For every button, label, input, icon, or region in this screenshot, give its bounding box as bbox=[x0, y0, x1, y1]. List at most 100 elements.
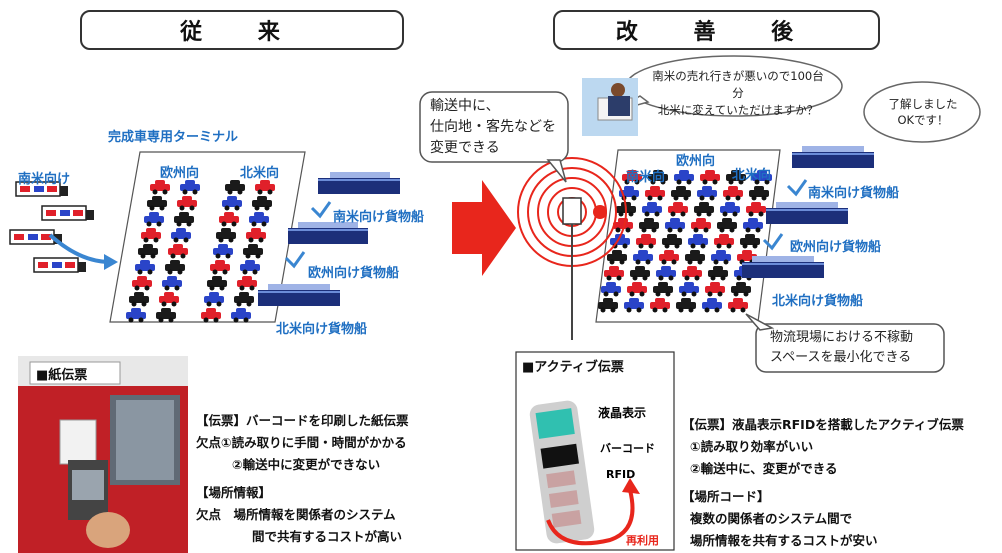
car-icon bbox=[723, 186, 743, 201]
car-icon bbox=[726, 170, 746, 185]
car-icon bbox=[671, 186, 691, 201]
truck-icon bbox=[9, 229, 62, 245]
car-icon bbox=[659, 250, 679, 265]
car-icon bbox=[752, 170, 772, 185]
right-note-6: 場所情報を共有するコストが安い bbox=[690, 533, 878, 548]
terminal-label: 完成車専用ターミナル bbox=[108, 130, 239, 145]
right-title-box: 改 善 後 bbox=[553, 10, 880, 50]
car-icon bbox=[255, 180, 275, 195]
car-icon bbox=[150, 180, 170, 195]
car-icon bbox=[749, 186, 769, 201]
left-ship-arrow-1 bbox=[310, 201, 332, 219]
truck-flow-arrowhead bbox=[104, 254, 118, 270]
truck-group bbox=[9, 181, 94, 273]
car-icon bbox=[144, 212, 164, 227]
car-icon bbox=[627, 282, 647, 297]
right-ship3-label: 北米向け貨物船 bbox=[772, 294, 864, 309]
car-icon bbox=[234, 292, 254, 307]
car-icon bbox=[177, 196, 197, 211]
right-title: 改 善 後 bbox=[615, 20, 818, 45]
left-terminal-area bbox=[109, 151, 306, 323]
car-icon bbox=[132, 276, 152, 291]
car-icon bbox=[648, 170, 668, 185]
car-icon bbox=[231, 308, 251, 323]
car-icon bbox=[685, 250, 705, 265]
active-reuse-label: 再利用 bbox=[626, 534, 659, 547]
car-icon bbox=[207, 276, 227, 291]
change-callout-tail bbox=[546, 159, 567, 183]
right-ship2-label: 欧州向け貨物船 bbox=[790, 240, 882, 255]
car-icon bbox=[222, 196, 242, 211]
left-ship-2 bbox=[288, 222, 368, 244]
car-icon bbox=[630, 266, 650, 281]
right-ship-arrow-1 bbox=[786, 179, 808, 197]
right-notes: 【伝票】液晶表示RFIDを搭載したアクティブ伝票 ①読み取り効率がいい ②輸送中… bbox=[682, 414, 964, 552]
car-icon bbox=[708, 266, 728, 281]
left-note-4: 【場所情報】 bbox=[196, 485, 272, 500]
car-icon bbox=[694, 202, 714, 217]
car-icon bbox=[129, 292, 149, 307]
car-icon bbox=[688, 234, 708, 249]
right-note-5: 複数の関係者のシステム間で bbox=[690, 511, 853, 526]
car-icon bbox=[216, 228, 236, 243]
left-title: 従 来 bbox=[180, 20, 304, 45]
space-callout-text: 物流現場における不稼動 スペースを最小化できる bbox=[770, 328, 913, 368]
left-note-2: 欠点①読み取りに手間・時間がかかる bbox=[196, 435, 407, 450]
car-icon bbox=[225, 180, 245, 195]
car-icon bbox=[674, 170, 694, 185]
change-callout-line-3: 変更できる bbox=[430, 140, 500, 156]
car-icon bbox=[697, 186, 717, 201]
left-note-3: ②輸送中に変更ができない bbox=[232, 457, 381, 472]
space-callout-line-1: 物流現場における不稼動 bbox=[770, 330, 914, 345]
car-icon bbox=[679, 282, 699, 297]
car-icon bbox=[642, 202, 662, 217]
left-na-column-label: 北米向 bbox=[240, 166, 280, 181]
request-line-1: 南米の売れ行きが悪いので100台分 bbox=[652, 69, 824, 100]
car-icon bbox=[711, 250, 731, 265]
active-rfid-label: RFID bbox=[606, 468, 636, 481]
truck-icon bbox=[15, 181, 68, 197]
paper-slip-photo bbox=[18, 356, 188, 553]
reuse-arrow bbox=[546, 489, 635, 546]
car-icon bbox=[219, 212, 239, 227]
car-icon bbox=[598, 298, 618, 313]
car-icon bbox=[174, 212, 194, 227]
car-icon bbox=[138, 244, 158, 259]
car-icon bbox=[743, 218, 763, 233]
car-icon bbox=[243, 244, 263, 259]
reply-line-1: 了解しました bbox=[888, 97, 958, 111]
car-icon bbox=[180, 180, 200, 195]
left-ship2-label: 欧州向け貨物船 bbox=[308, 266, 400, 281]
truck-icon bbox=[33, 257, 86, 273]
right-ship-1 bbox=[792, 146, 874, 168]
reply-line-2: OKです！ bbox=[897, 113, 949, 127]
car-icon bbox=[645, 186, 665, 201]
paper-slip-label: ■紙伝票 bbox=[36, 368, 88, 383]
car-icon bbox=[731, 282, 751, 297]
left-note-1: 【伝票】バーコードを印刷した紙伝票 bbox=[196, 413, 409, 428]
car-icon bbox=[639, 218, 659, 233]
car-icon bbox=[720, 202, 740, 217]
change-callout-box bbox=[419, 91, 569, 163]
rfid-red-dot bbox=[593, 205, 607, 219]
big-red-arrow bbox=[452, 180, 516, 276]
car-icon bbox=[204, 292, 224, 307]
car-icon bbox=[665, 218, 685, 233]
car-icon bbox=[636, 234, 656, 249]
car-icon bbox=[728, 298, 748, 313]
right-note-3: ②輸送中に、変更ができる bbox=[690, 461, 838, 476]
rfid-reader bbox=[562, 197, 582, 225]
space-callout-box bbox=[755, 323, 945, 373]
car-icon bbox=[691, 218, 711, 233]
car-icon bbox=[165, 260, 185, 275]
left-notes: 【伝票】バーコードを印刷した紙伝票 欠点①読み取りに手間・時間がかかる ②輸送中… bbox=[196, 410, 409, 548]
active-slip-label: ■アクティブ伝票 bbox=[522, 360, 624, 375]
car-icon bbox=[159, 292, 179, 307]
car-icon bbox=[252, 196, 272, 211]
right-note-1: 【伝票】液晶表示RFIDを搭載したアクティブ伝票 bbox=[682, 417, 964, 432]
left-note-6: 間で共有するコストが高い bbox=[252, 529, 403, 544]
right-ship-3 bbox=[742, 256, 824, 278]
right-na-column-label: 北米向 bbox=[732, 168, 772, 183]
request-bubble-text: 南米の売れ行きが悪いので100台分 北米に変えていただけますか？ bbox=[648, 68, 828, 119]
left-title-box: 従 来 bbox=[80, 10, 404, 50]
